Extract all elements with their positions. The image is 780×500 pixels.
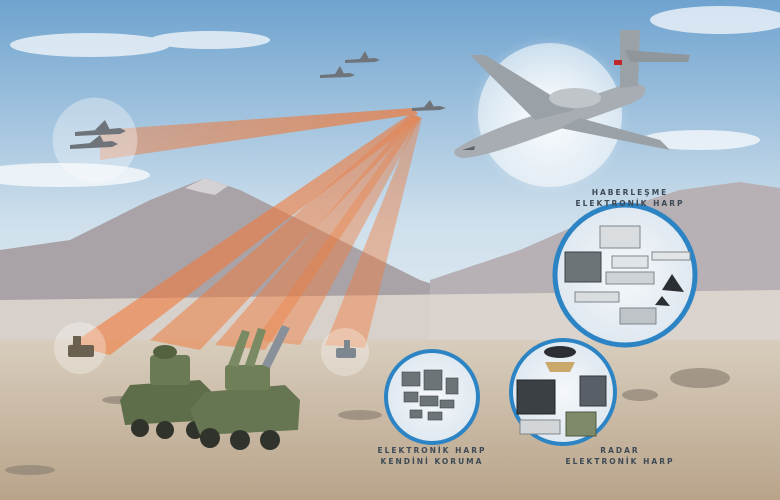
beam-to-vehicle-3 (255, 115, 421, 345)
armored-vehicle-icon (120, 345, 215, 439)
beam-to-vehicle-1 (150, 114, 420, 350)
comm-ew-equipment-circle (552, 202, 698, 348)
fighter-jet-icon (70, 51, 446, 149)
beam-to-robot (325, 116, 422, 348)
label-self-protection-ew: ELEKTRONİK HARP KENDİNİ KORUMA (372, 445, 492, 467)
armored-vehicle-icon (190, 325, 300, 450)
beam-to-fighters (100, 108, 418, 160)
label-communication-ew-line2: ELEKTRONİK HARP (575, 199, 685, 208)
aircraft-icon (454, 30, 690, 187)
clouds (0, 6, 780, 187)
label-self-protection-ew-line1: ELEKTRONİK HARP (377, 446, 487, 455)
equipment-unit-icon (564, 225, 691, 325)
ground-station-icon (68, 336, 94, 357)
label-radar-ew-line1: RADAR (600, 446, 640, 455)
label-self-protection-ew-line2: KENDİNİ KORUMA (380, 457, 484, 466)
flag-marking (614, 60, 622, 65)
self-protection-ew-equipment-circle (384, 349, 480, 445)
ew-beams (70, 108, 422, 355)
ugv-robot-icon (336, 340, 356, 358)
mountain-snow-cap (185, 178, 228, 195)
label-communication-ew-line1: HABERLEŞME (591, 188, 669, 197)
label-radar-ew-line2: ELEKTRONİK HARP (565, 457, 675, 466)
label-communication-ew: HABERLEŞME ELEKTRONİK HARP (560, 187, 700, 209)
beam-to-tower-left (70, 114, 420, 355)
label-radar-ew: RADAR ELEKTRONİK HARP (560, 445, 680, 467)
equipment-unit-icon (401, 369, 459, 421)
beam-to-vehicle-2 (215, 114, 420, 350)
radar-ew-equipment-circle (509, 338, 617, 446)
equipment-unit-icon (516, 346, 607, 437)
